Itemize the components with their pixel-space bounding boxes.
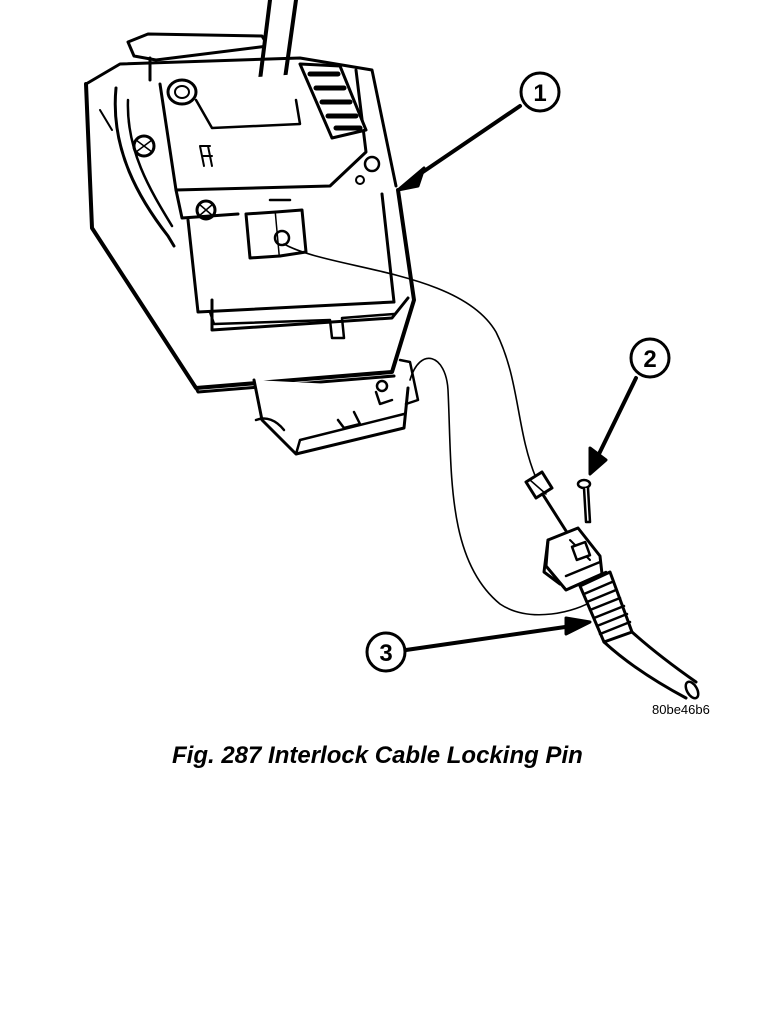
cable-connector [542,526,608,592]
callout-3-label: 3 [379,640,392,667]
gear-indicator-slots [298,62,368,140]
shifter-housing [84,0,420,456]
figure-reference-code: 80be46b6 [652,702,710,717]
callout-3: 3 [365,616,592,673]
cable-sheath [602,630,700,700]
cable-boot [578,570,634,644]
figure-caption: Fig. 287 Interlock Cable Locking Pin [172,742,583,769]
housing-bolts [132,134,381,221]
interlock-cable-diagram: 1 2 3 [84,0,700,700]
locking-pin [576,478,592,524]
cable-end-fitting [524,470,554,500]
callout-1-label: 1 [533,80,546,107]
lower-mounting-bracket [252,358,420,456]
interlock-cable [283,243,595,616]
callout-1: 1 [396,71,561,192]
callout-2-label: 2 [643,346,656,373]
callout-2: 2 [588,337,671,476]
